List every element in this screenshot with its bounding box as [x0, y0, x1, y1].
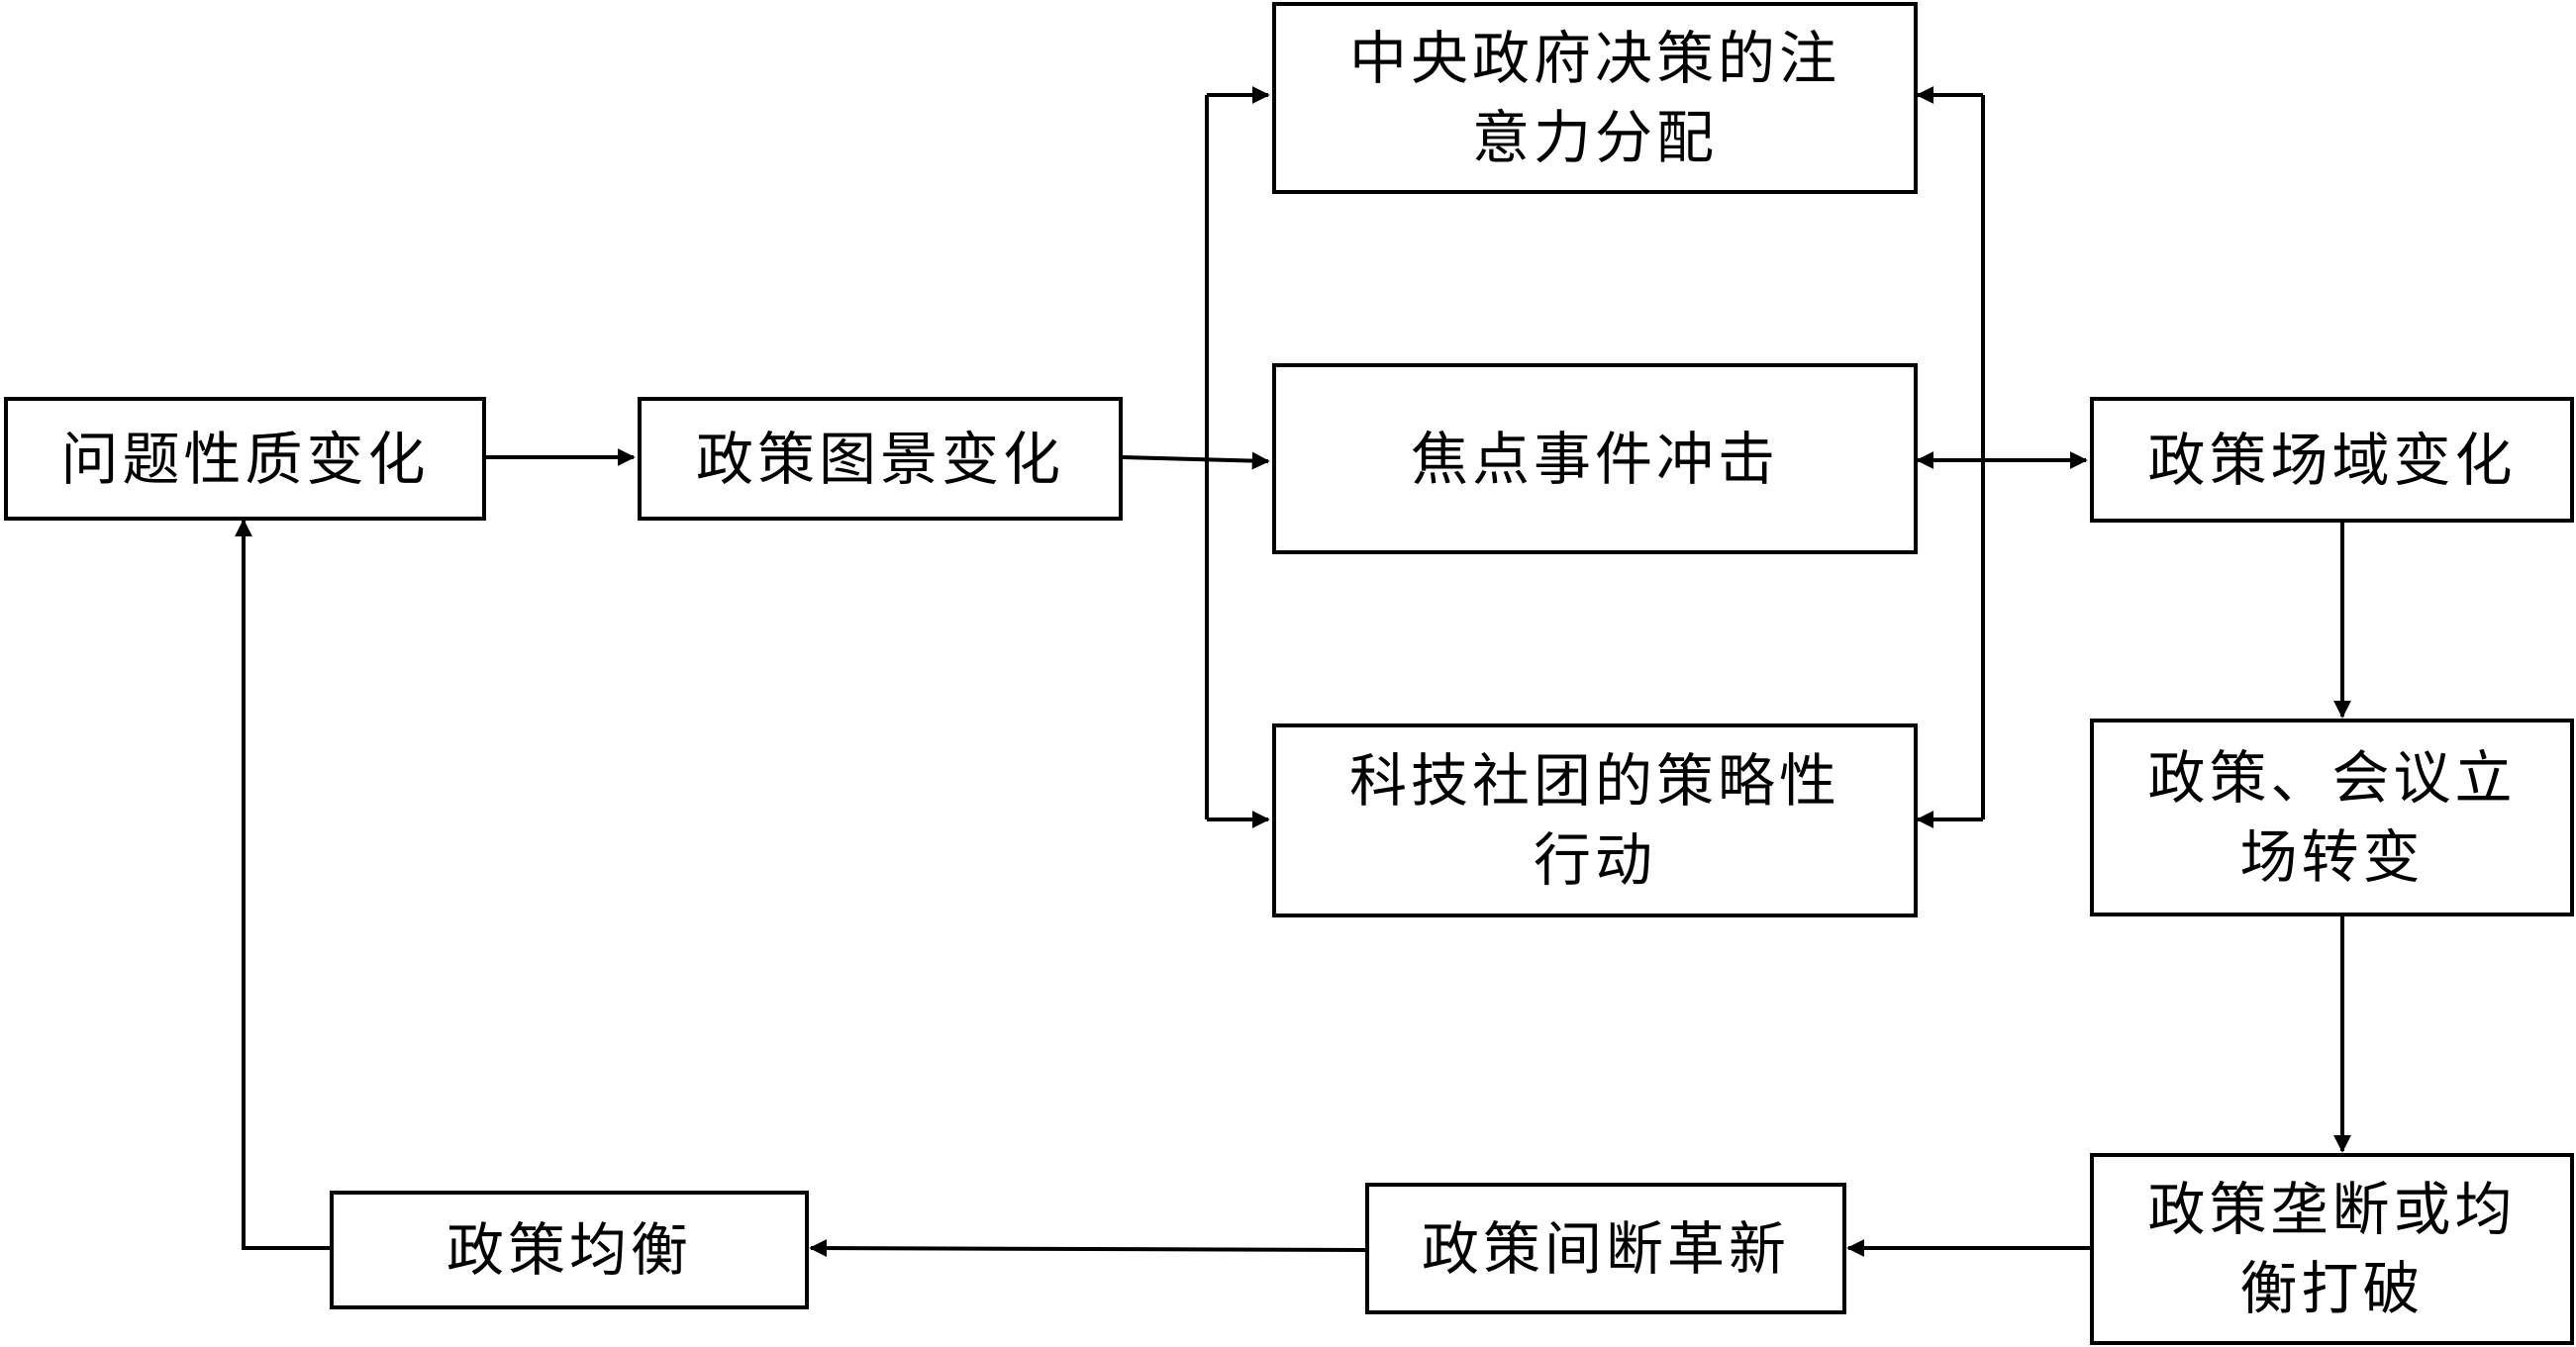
node-stance-shift: 政策、会议立场转变	[2090, 719, 2574, 916]
node-punctuation: 政策间断革新	[1365, 1183, 1846, 1314]
arrow-punctuation-to-equilibrium	[809, 1239, 1366, 1258]
node-venue-change: 政策场域变化	[2090, 397, 2574, 523]
node-attention-label: 中央政府决策的注意力分配	[1348, 25, 1840, 171]
node-monopoly-break: 政策垄断或均衡打破	[2090, 1153, 2574, 1345]
node-problem-change-label: 问题性质变化	[60, 425, 430, 493]
node-tech-groups: 科技社团的策略性行动	[1272, 723, 1918, 917]
node-stance-shift-label: 政策、会议立场转变	[2147, 744, 2517, 891]
node-focus-event: 焦点事件冲击	[1272, 363, 1918, 554]
node-problem-change: 问题性质变化	[4, 397, 486, 521]
node-focus-event-label: 焦点事件冲击	[1410, 425, 1779, 493]
node-attention: 中央政府决策的注意力分配	[1272, 2, 1918, 194]
node-monopoly-break-label: 政策垄断或均衡打破	[2147, 1176, 2517, 1322]
arrow-image-to-focus	[1122, 451, 1270, 470]
node-equilibrium-label: 政策均衡	[446, 1216, 692, 1284]
arrow-equilibrium-to-problem	[235, 519, 330, 1250]
node-image-change-label: 政策图景变化	[695, 425, 1064, 493]
node-tech-groups-label: 科技社团的策略性行动	[1348, 747, 1840, 894]
node-equilibrium: 政策均衡	[330, 1191, 809, 1309]
node-image-change: 政策图景变化	[638, 397, 1123, 521]
node-venue-change-label: 政策场域变化	[2147, 426, 2517, 494]
node-punctuation-label: 政策间断革新	[1421, 1214, 1790, 1283]
